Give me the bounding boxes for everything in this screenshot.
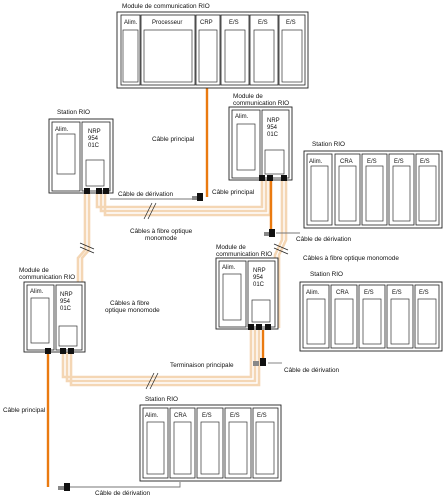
label-cable-derivation-1: Câble de dérivation [118,191,174,198]
mcr-middle-nrp-1: NRP [253,268,266,274]
label-fibre-2: Câbles à fibre optique monomode [303,255,399,262]
srm-slot-es-1: E/S [364,290,374,296]
station-rio-bottom: Station RIO Alim. CRA E/S E/S E/S [139,396,282,482]
top-station-slots [120,14,306,86]
srb-slot-es-1: E/S [202,413,212,419]
mcr-left: Module de communication RIO Alim. NRP 95… [19,267,86,354]
mcr-middle-nrp-3: 01C [253,282,265,288]
mcr-center-nrp-2: 954 [267,125,278,131]
station-rio-left-nrp-3: 01C [88,143,100,149]
srt-slot-es-3: E/S [420,159,430,165]
station-rio-bottom-title: Station RIO [145,396,178,403]
label-fibre-3-line1: Câbles à fibre [110,300,150,307]
label-fibre-1-line2: monomode [145,235,177,242]
cable-taps [58,193,275,491]
main-cables [46,88,300,488]
top-slot-es-3: E/S [286,20,296,26]
srm-slot-es-2: E/S [392,290,402,296]
station-rio-left: Station RIO Alim. NRP 954 01C [48,109,114,194]
srt-slot-es-1: E/S [367,159,377,165]
label-fibre-3-line2: optique monomode [105,307,160,314]
mcr-center-title-1: Module de [233,93,263,100]
station-rio-left-title: Station RIO [57,109,90,116]
srt-slot-cra: CRA [340,159,353,165]
fiber-optic-cables [61,180,289,390]
mcr-left-nrp-3: 01C [60,306,72,312]
top-slot-alim: Alim. [124,20,138,26]
srt-slot-alim: Alim. [309,159,323,165]
mcr-middle-title-2: communication RIO [216,251,272,258]
srt-slot-es-2: E/S [394,159,404,165]
mcr-center-nrp-3: 01C [267,132,279,138]
mcr-center: Module de communication RIO Alim. NRP 95… [228,93,293,181]
label-cable-principal-1: Câble principal [152,136,194,143]
label-cable-derivation-3: Câble de dérivation [284,367,340,374]
label-cable-principal-3: Câble principal [3,407,45,414]
station-rio-left-nrp-1: NRP [88,129,101,135]
label-cable-principal-2: Câble principal [212,189,254,196]
label-cable-derivation-2: Câble de dérivation [296,236,352,243]
mcr-center-alim: Alim. [235,114,249,120]
mcr-center-title-2: communication RIO [233,100,289,107]
station-rio-left-nrp-2: 954 [88,136,99,142]
mcr-middle-nrp-2: 954 [253,275,264,281]
station-rio-right-mid-title: Station RIO [310,271,343,278]
label-cable-derivation-4: Câble de dérivation [95,490,151,497]
station-rio-left-alim: Alim. [55,127,69,133]
annotations: Câble principal Câble principal Câble pr… [3,136,399,497]
mcr-left-nrp-2: 954 [60,299,71,305]
mcr-middle-alim: Alim. [222,265,236,271]
station-rio-right-top: Station RIO Alim. CRA E/S E/S E/S [303,141,443,229]
station-rio-right-top-title: Station RIO [312,141,345,148]
top-slot-crp: CRP [200,20,213,26]
top-slot-processeur: Processeur [152,20,182,26]
srb-slot-cra: CRA [174,413,187,419]
top-slot-es-1: E/S [229,20,239,26]
mcr-middle-title-1: Module de [216,244,246,251]
mcr-left-title-1: Module de [19,267,49,274]
station-rio-right-mid: Station RIO Alim. CRA E/S E/S E/S [299,271,443,352]
label-fibre-1-line1: Câbles à fibre optique [130,228,193,235]
top-slot-es-2: E/S [258,20,268,26]
label-terminaison: Terminaison principale [170,362,234,369]
mcr-center-nrp-1: NRP [267,118,280,124]
top-station-title: Module de communication RIO [122,3,210,10]
srb-slot-es-2: E/S [230,413,240,419]
mcr-left-alim: Alim. [30,289,44,295]
mcr-left-nrp-1: NRP [60,292,73,298]
mcr-middle: Module de communication RIO Alim. NRP 95… [215,244,279,330]
srm-slot-cra: CRA [336,290,349,296]
top-station: Module de communication RIO Alim. Proces… [116,3,309,89]
srb-slot-es-3: E/S [257,413,267,419]
srm-slot-es-3: E/S [419,290,429,296]
srm-slot-alim: Alim. [306,290,320,296]
srb-slot-alim: Alim. [145,413,159,419]
mcr-left-title-2: communication RIO [19,274,75,281]
